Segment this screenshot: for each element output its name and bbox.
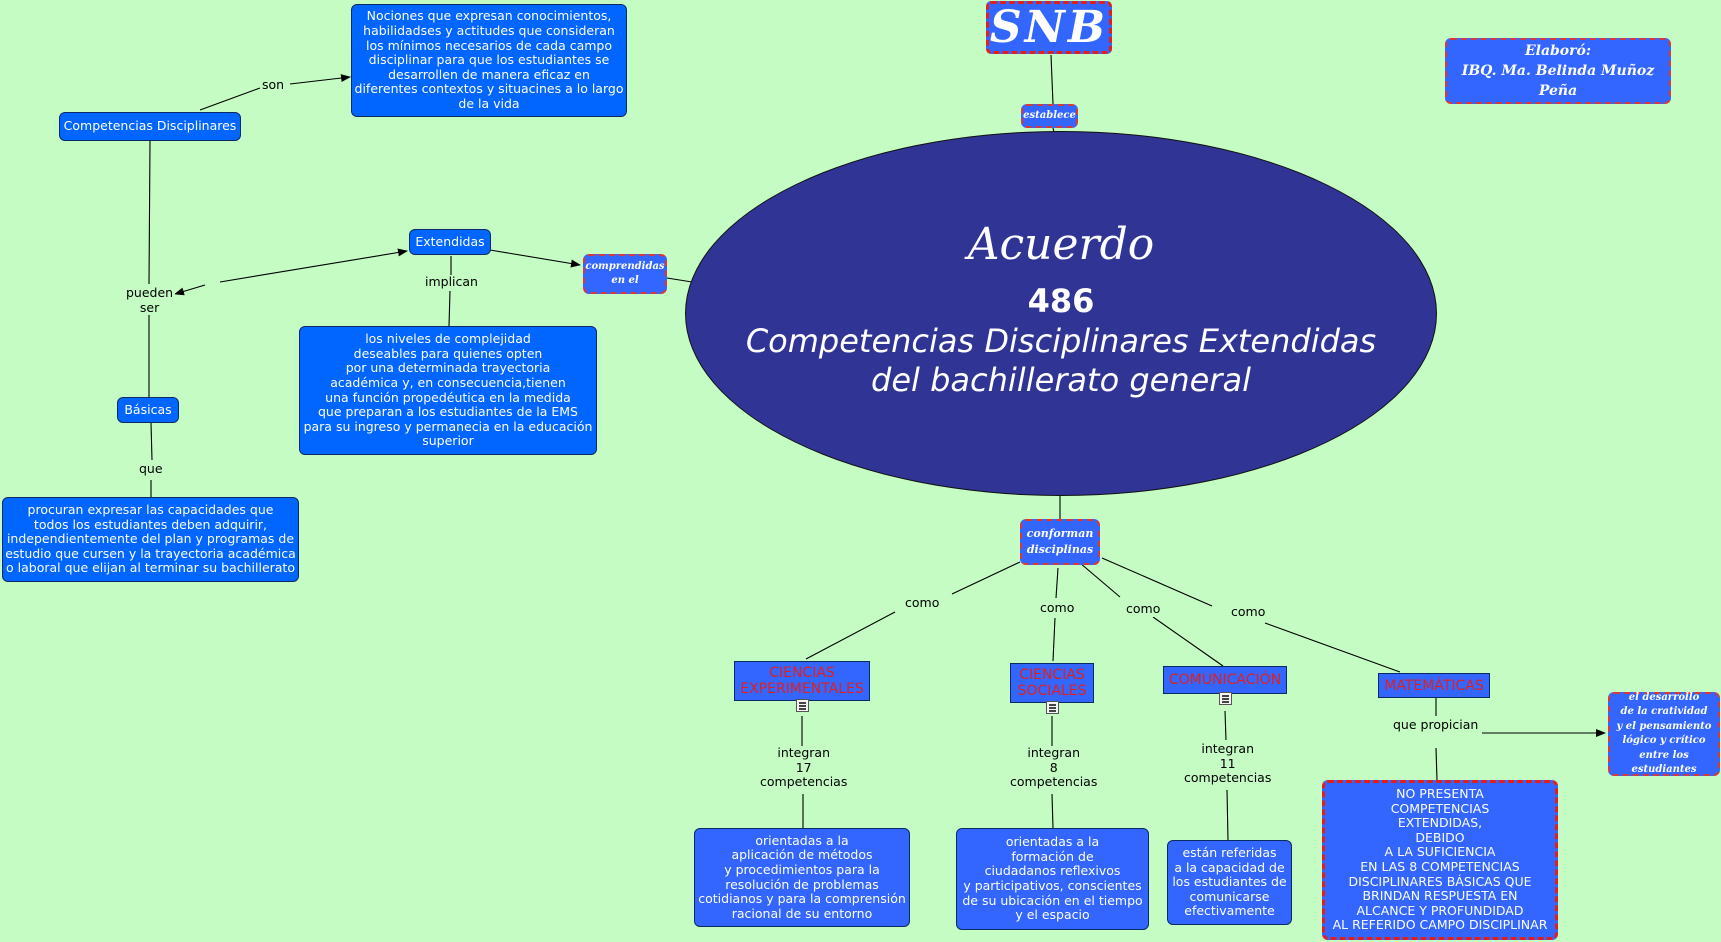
area-comunicacion: COMUNICACIÓN <box>1163 666 1287 694</box>
author-note: Elaboró: IBQ. Ma. Belinda Muñoz Peña <box>1445 38 1671 104</box>
outcome-comunicacion: están referidas a la capacidad de los es… <box>1167 840 1292 925</box>
extendidas-node: Extendidas <box>409 229 491 255</box>
link-como-experimentales: como <box>903 595 942 611</box>
basicas-node: Básicas <box>117 397 179 423</box>
central-concept: Acuerdo 486 Competencias Disciplinares E… <box>685 131 1437 496</box>
link-establece: establece <box>1021 104 1078 128</box>
nociones-node: Nociones que expresan conocimientos, hab… <box>351 4 627 117</box>
link-integran-8: integran 8 competencias <box>1008 745 1100 790</box>
area-ciencias-sociales: CIENCIAS SOCIALES <box>1010 663 1094 703</box>
central-title-script: Acuerdo <box>967 219 1155 270</box>
central-line-2: del bachillerato general <box>871 361 1251 399</box>
link-que-propician: que propician <box>1391 717 1481 733</box>
outcome-matematicas-no-presenta: NO PRESENTA COMPETENCIAS EXTENDIDAS, DEB… <box>1322 780 1558 940</box>
link-son: son <box>260 77 287 93</box>
link-pueden-ser: pueden ser <box>124 285 176 316</box>
link-como-comunicacion: como <box>1124 601 1163 617</box>
procuran-node: procuran expresar las capacidades que to… <box>2 497 299 582</box>
link-como-sociales: como <box>1038 600 1077 616</box>
outcome-desarrollo: el desarrollo de la cratividad y el pens… <box>1608 692 1720 776</box>
link-conforman: conforman disciplinas <box>1020 519 1100 565</box>
document-icon[interactable] <box>1046 701 1059 714</box>
niveles-node: los niveles de complejidad deseables par… <box>299 326 597 455</box>
document-icon[interactable] <box>796 699 809 712</box>
outcome-sociales: orientadas a la formación de ciudadanos … <box>956 828 1149 930</box>
link-que: que <box>137 461 165 477</box>
central-number: 486 <box>1027 282 1095 320</box>
link-como-matematicas: como <box>1229 604 1268 620</box>
competencias-disciplinares-node: Competencias Disciplinares <box>59 112 241 141</box>
link-comprendidas: comprendidas en el <box>583 254 667 294</box>
central-line-1: Competencias Disciplinares Extendidas <box>745 322 1377 360</box>
document-icon[interactable] <box>1219 692 1232 705</box>
link-integran-17: integran 17 competencias <box>758 745 850 790</box>
link-implican: implican <box>423 274 480 290</box>
area-matematicas: MATEMÁTICAS <box>1378 673 1490 698</box>
area-ciencias-experimentales: CIENCIAS EXPERIMENTALES <box>734 661 870 701</box>
outcome-experimentales: orientadas a la aplicación de métodos y … <box>694 828 910 927</box>
snb-node: SNB <box>986 1 1112 54</box>
link-integran-11: integran 11 competencias <box>1182 741 1274 786</box>
